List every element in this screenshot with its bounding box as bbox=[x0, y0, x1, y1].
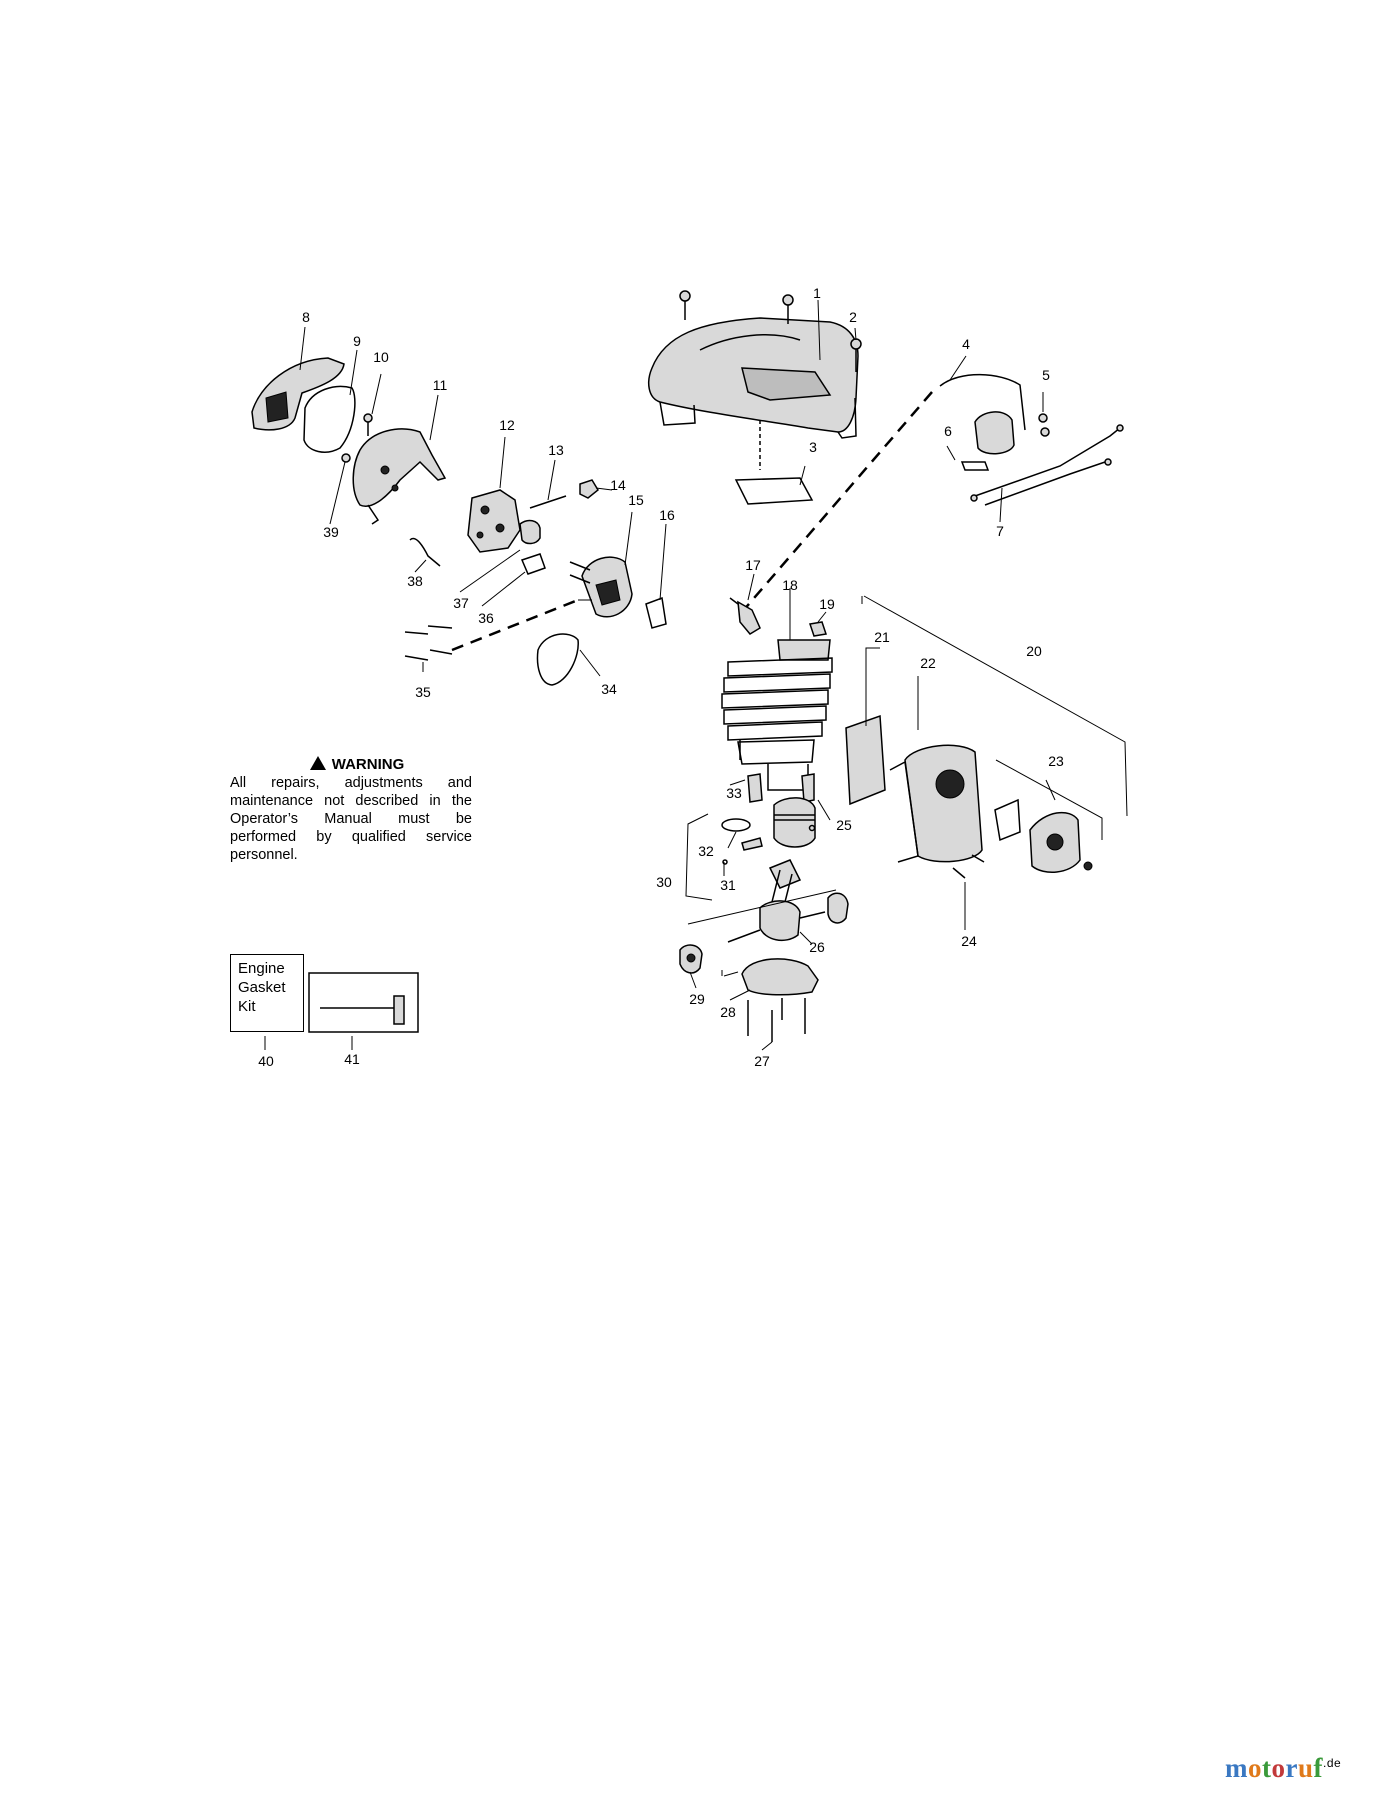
callout-23: 23 bbox=[1048, 753, 1064, 769]
callout-39: 39 bbox=[323, 524, 339, 540]
leader-lines bbox=[264, 299, 1128, 1051]
part-clip-19 bbox=[809, 621, 827, 637]
logo-letter: o bbox=[1271, 1753, 1286, 1783]
callout-labels: 1 2 3 4 5 6 7 8 9 10 11 12 13 14 15 16 1… bbox=[258, 285, 1064, 1069]
part-spark-plug bbox=[729, 597, 761, 635]
part-muffler bbox=[889, 744, 983, 863]
part-filter-cover bbox=[251, 357, 345, 431]
warning-body-text: All repairs, adjustments and maintenance… bbox=[230, 775, 472, 863]
part-carburetor bbox=[467, 489, 521, 553]
callout-20: 20 bbox=[1026, 643, 1042, 659]
motoruf-logo: motoruf.de bbox=[1225, 1753, 1341, 1784]
part-bolts-24 bbox=[952, 854, 985, 879]
callout-34: 34 bbox=[601, 681, 617, 697]
callout-17: 17 bbox=[745, 557, 761, 573]
kit-line-1: Engine bbox=[238, 960, 285, 977]
logo-letter: t bbox=[1262, 1753, 1272, 1783]
callout-11: 11 bbox=[433, 377, 448, 393]
part-gasket-25 bbox=[801, 773, 815, 803]
part-gasket-36 bbox=[520, 553, 546, 575]
part-top-cover bbox=[647, 317, 859, 439]
part-nut-23 bbox=[1083, 861, 1093, 871]
callout-32: 32 bbox=[698, 843, 714, 859]
callout-2: 2 bbox=[849, 309, 857, 325]
logo-letter: f bbox=[1313, 1753, 1324, 1783]
part-sleeve-37 bbox=[519, 519, 541, 545]
callout-8: 8 bbox=[302, 309, 310, 325]
warning-notice: WARNING All repairs, adjustments and mai… bbox=[230, 756, 472, 864]
callout-18: 18 bbox=[782, 577, 798, 593]
part-ignition-module bbox=[939, 373, 1050, 471]
part-clip-38 bbox=[409, 537, 441, 567]
warning-heading: WARNING bbox=[242, 756, 472, 774]
kit-line-2: Gasket bbox=[238, 979, 286, 996]
part-fitting-14 bbox=[579, 479, 599, 499]
callout-21: 21 bbox=[874, 629, 890, 645]
warning-title-text: WARNING bbox=[331, 756, 405, 773]
part-nut-39 bbox=[341, 453, 351, 463]
callout-19: 19 bbox=[819, 596, 835, 612]
part-intake bbox=[569, 556, 633, 618]
part-air-box bbox=[352, 428, 447, 525]
logo-letter: r bbox=[1285, 1753, 1298, 1783]
callout-40: 40 bbox=[258, 1053, 274, 1069]
callout-25: 25 bbox=[836, 817, 852, 833]
callout-24: 24 bbox=[961, 933, 977, 949]
part-spark-screen bbox=[994, 798, 1021, 842]
callout-27: 27 bbox=[754, 1053, 770, 1069]
part-rod-13 bbox=[529, 495, 567, 509]
logo-letter: o bbox=[1248, 1753, 1262, 1783]
callout-4: 4 bbox=[962, 336, 970, 352]
callout-14: 14 bbox=[610, 477, 626, 493]
callout-12: 12 bbox=[499, 417, 515, 433]
logo-letter: u bbox=[1297, 1753, 1314, 1783]
part-bolts-27 bbox=[747, 998, 806, 1042]
part-ring-34 bbox=[536, 633, 579, 686]
callout-6: 6 bbox=[944, 423, 952, 439]
callout-31: 31 bbox=[720, 877, 736, 893]
callout-7: 7 bbox=[996, 523, 1004, 539]
part-pad bbox=[734, 477, 814, 505]
part-filter-element bbox=[303, 385, 356, 453]
callout-28: 28 bbox=[720, 1004, 736, 1020]
part-crankcase bbox=[741, 958, 819, 996]
callout-13: 13 bbox=[548, 442, 564, 458]
part-screw-10 bbox=[363, 413, 373, 436]
callout-5: 5 bbox=[1042, 367, 1050, 383]
callout-22: 22 bbox=[920, 655, 936, 671]
callout-16: 16 bbox=[659, 507, 675, 523]
callout-3: 3 bbox=[809, 439, 817, 455]
kit-line-3: Kit bbox=[238, 998, 256, 1015]
callout-37: 37 bbox=[453, 595, 469, 611]
callout-35: 35 bbox=[415, 684, 431, 700]
callout-9: 9 bbox=[353, 333, 361, 349]
part-muffler-gasket bbox=[845, 714, 886, 806]
engine-gasket-kit-box: Engine Gasket Kit bbox=[230, 954, 304, 1032]
callout-15: 15 bbox=[628, 492, 644, 508]
callout-38: 38 bbox=[407, 573, 423, 589]
callout-36: 36 bbox=[478, 610, 494, 626]
logo-suffix: .de bbox=[1323, 1756, 1342, 1770]
callout-33: 33 bbox=[726, 785, 742, 801]
callout-1: 1 bbox=[813, 285, 821, 301]
part-gasket-33 bbox=[747, 773, 763, 803]
callout-41: 41 bbox=[344, 1051, 360, 1067]
callout-29: 29 bbox=[689, 991, 705, 1007]
callout-30: 30 bbox=[656, 874, 672, 890]
part-piston bbox=[721, 797, 816, 865]
part-wire-harness bbox=[970, 424, 1124, 506]
callout-10: 10 bbox=[373, 349, 389, 365]
part-41-tool-box bbox=[308, 972, 419, 1033]
part-gasket-16 bbox=[645, 596, 667, 629]
warning-triangle-icon bbox=[309, 756, 326, 770]
part-crankshaft bbox=[727, 859, 849, 943]
logo-letter: m bbox=[1225, 1753, 1248, 1783]
callout-26: 26 bbox=[809, 939, 825, 955]
part-bolts-35 bbox=[404, 625, 453, 661]
part-cylinder bbox=[721, 639, 833, 791]
cover-bolts bbox=[679, 290, 862, 372]
